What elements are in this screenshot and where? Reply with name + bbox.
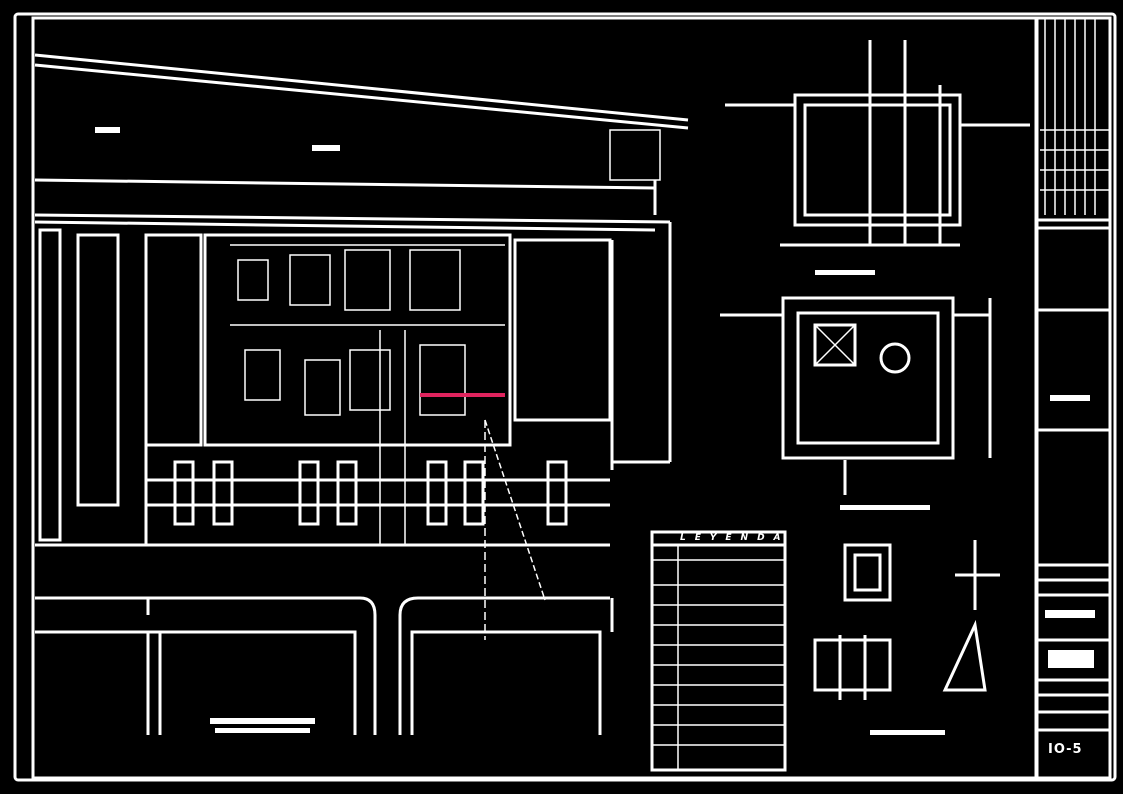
legend-box — [650, 530, 787, 772]
title-block — [1035, 16, 1112, 780]
detail-top — [725, 40, 1030, 275]
drawing-frame — [31, 16, 1038, 780]
detail-bottom — [813, 540, 1000, 735]
sheet-border — [13, 12, 1117, 782]
sheet-number: IO-5 — [1048, 742, 1083, 757]
legend-title: LEYENDA — [680, 533, 790, 543]
site-plan — [34, 53, 689, 735]
highlight-mark — [420, 393, 505, 397]
detail-middle — [720, 296, 992, 510]
